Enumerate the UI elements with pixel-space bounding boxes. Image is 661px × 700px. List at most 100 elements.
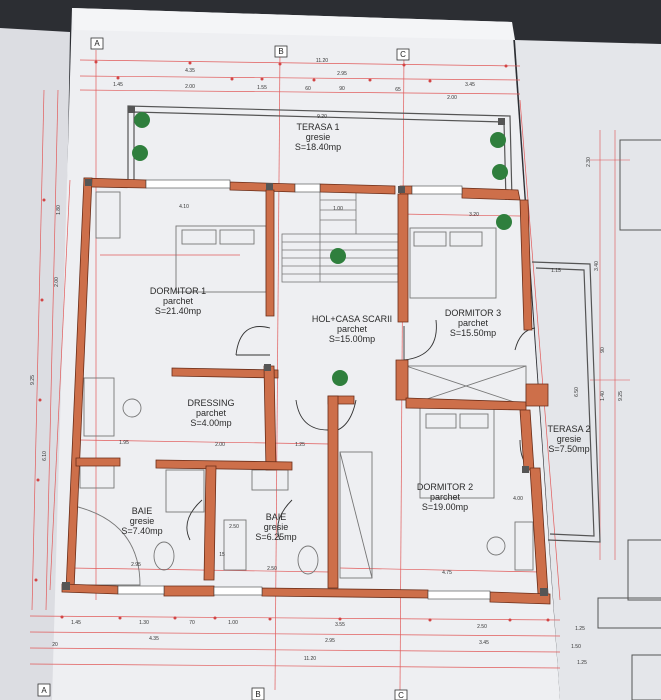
right-sheet-title-block: [597, 139, 661, 700]
svg-text:C: C: [400, 50, 406, 59]
svg-text:HOL+CASA SCARII: HOL+CASA SCARII: [312, 314, 392, 324]
room-label-terasa-2: TERASA 2 gresie S=7.50mp: [547, 424, 590, 454]
room-label-dormitor-1: DORMITOR 1 parchet S=21.40mp: [150, 286, 206, 316]
svg-text:gresie: gresie: [130, 516, 155, 526]
svg-text:S=21.40mp: S=21.40mp: [155, 306, 201, 316]
svg-text:BAIE: BAIE: [132, 506, 153, 516]
dim-bot-s4: 1.00: [228, 620, 238, 626]
svg-text:S=7.40mp: S=7.40mp: [121, 526, 162, 536]
svg-text:C: C: [398, 691, 404, 700]
dim-dressing-width-2: 2.00: [215, 442, 225, 448]
dim-right-f: 9.25: [618, 391, 624, 401]
dim-bot-e: 1.25: [577, 660, 587, 666]
svg-text:B: B: [278, 47, 283, 56]
dim-bot-a: 4.35: [149, 636, 159, 642]
svg-text:B: B: [255, 690, 260, 699]
dim-bot-b: 2.95: [325, 638, 335, 644]
dim-top-s3: 1.55: [257, 85, 267, 91]
dim-bath-2-width: 2.50: [267, 566, 277, 572]
dimension-labels: 11.20 4.35 2.95 1.45 2.00 1.55 60 90 65 …: [30, 58, 624, 666]
dim-bot-c: 3.45: [479, 640, 489, 646]
dim-right-e: 90: [600, 347, 606, 353]
room-label-baie-2: BAIE gresie S=6.25mp: [255, 512, 296, 542]
svg-text:gresie: gresie: [557, 434, 582, 444]
dim-top-s4: 60: [305, 86, 311, 92]
dim-top-b: 2.95: [337, 71, 347, 77]
dim-bot-s3: 70: [189, 620, 195, 626]
dim-top-s6: 65: [395, 87, 401, 93]
svg-text:S=6.25mp: S=6.25mp: [255, 532, 296, 542]
dim-bot-s1: 1.45: [71, 620, 81, 626]
svg-text:parchet: parchet: [196, 408, 227, 418]
dim-right-a: 2.30: [586, 157, 592, 167]
svg-text:DRESSING: DRESSING: [187, 398, 234, 408]
dim-top-total: 11.20: [316, 58, 328, 64]
dim-terrace-width: 9.20: [317, 114, 327, 120]
room-label-dormitor-2: DORMITOR 2 parchet S=19.00mp: [417, 482, 473, 512]
svg-text:S=18.40mp: S=18.40mp: [295, 142, 341, 152]
dim-dressing-width: 1.95: [119, 440, 129, 446]
dim-top-s2: 2.00: [185, 84, 195, 90]
dim-bot-d: 1.50: [571, 644, 581, 650]
room-label-dormitor-3: DORMITOR 3 parchet S=15.50mp: [445, 308, 501, 338]
grid-axis-b-bottom: B: [251, 687, 265, 700]
svg-text:parchet: parchet: [163, 296, 194, 306]
dim-right-c: 6.50: [574, 387, 580, 397]
svg-text:A: A: [94, 39, 100, 48]
right-sheet-dimension-lines: [590, 130, 630, 560]
svg-text:S=4.00mp: S=4.00mp: [190, 418, 231, 428]
dim-dormitor-1-width: 4.10: [179, 204, 189, 210]
dim-bath-2-height: 2.50: [229, 524, 239, 530]
dim-bot-total: 11.20: [304, 656, 316, 662]
svg-text:DORMITOR 1: DORMITOR 1: [150, 286, 206, 296]
grid-axis-a-bottom: A: [37, 683, 51, 697]
dim-top-s7: 2.00: [447, 95, 457, 101]
walls: [61, 177, 551, 605]
svg-text:DORMITOR 3: DORMITOR 3: [445, 308, 501, 318]
windows: [117, 179, 491, 600]
room-label-hol: HOL+CASA SCARII parchet S=15.00mp: [312, 314, 392, 344]
dim-top-s5: 90: [339, 86, 345, 92]
dimension-ticks: [34, 60, 550, 622]
svg-text:S=7.50mp: S=7.50mp: [548, 444, 589, 454]
svg-text:A: A: [41, 686, 47, 695]
svg-text:DORMITOR 2: DORMITOR 2: [417, 482, 473, 492]
dim-top-s1: 1.45: [113, 82, 123, 88]
dim-bath-1-width: 2.95: [131, 562, 141, 568]
svg-text:S=15.00mp: S=15.00mp: [329, 334, 375, 344]
svg-text:TERASA 2: TERASA 2: [547, 424, 590, 434]
furniture: [69, 191, 534, 586]
dim-bath-2-depth: 15: [219, 552, 225, 558]
dim-left-c: 1.80: [56, 205, 62, 215]
svg-text:TERASA 1: TERASA 1: [296, 122, 339, 132]
dim-bot-f: 20: [52, 642, 58, 648]
svg-text:parchet: parchet: [337, 324, 368, 334]
svg-text:parchet: parchet: [430, 492, 461, 502]
dim-left-total: 9.25: [30, 375, 36, 385]
columns: [62, 106, 548, 596]
room-label-baie-1: BAIE gresie S=7.40mp: [121, 506, 162, 536]
dim-bot-s7: 1.25: [575, 626, 585, 632]
svg-text:gresie: gresie: [306, 132, 331, 142]
dim-top-s8: 3.45: [465, 82, 475, 88]
grid-axis-a-top: A: [90, 37, 104, 50]
grid-axis-b-top: B: [274, 45, 288, 58]
dim-top-a: 4.35: [185, 68, 195, 74]
dim-right-d: 1.40: [600, 391, 606, 401]
dim-left-a: 6.10: [42, 451, 48, 461]
room-label-dressing: DRESSING parchet S=4.00mp: [187, 398, 234, 428]
dim-bot-s2: 1.30: [139, 620, 149, 626]
svg-text:S=15.50mp: S=15.50mp: [450, 328, 496, 338]
terrace-2-outline: [531, 261, 601, 543]
room-label-terasa-1: TERASA 1 gresie S=18.40mp: [295, 122, 341, 152]
dim-bot-s5: 3.55: [335, 622, 345, 628]
dim-hol-width: 1.25: [295, 442, 305, 448]
grid-axis-c-top: C: [396, 48, 410, 61]
dim-dormitor-2-height: 4.00: [513, 496, 523, 502]
plant-icons: [132, 112, 512, 386]
svg-text:BAIE: BAIE: [266, 512, 287, 522]
dim-bot-s6: 2.50: [477, 624, 487, 630]
svg-text:S=19.00mp: S=19.00mp: [422, 502, 468, 512]
